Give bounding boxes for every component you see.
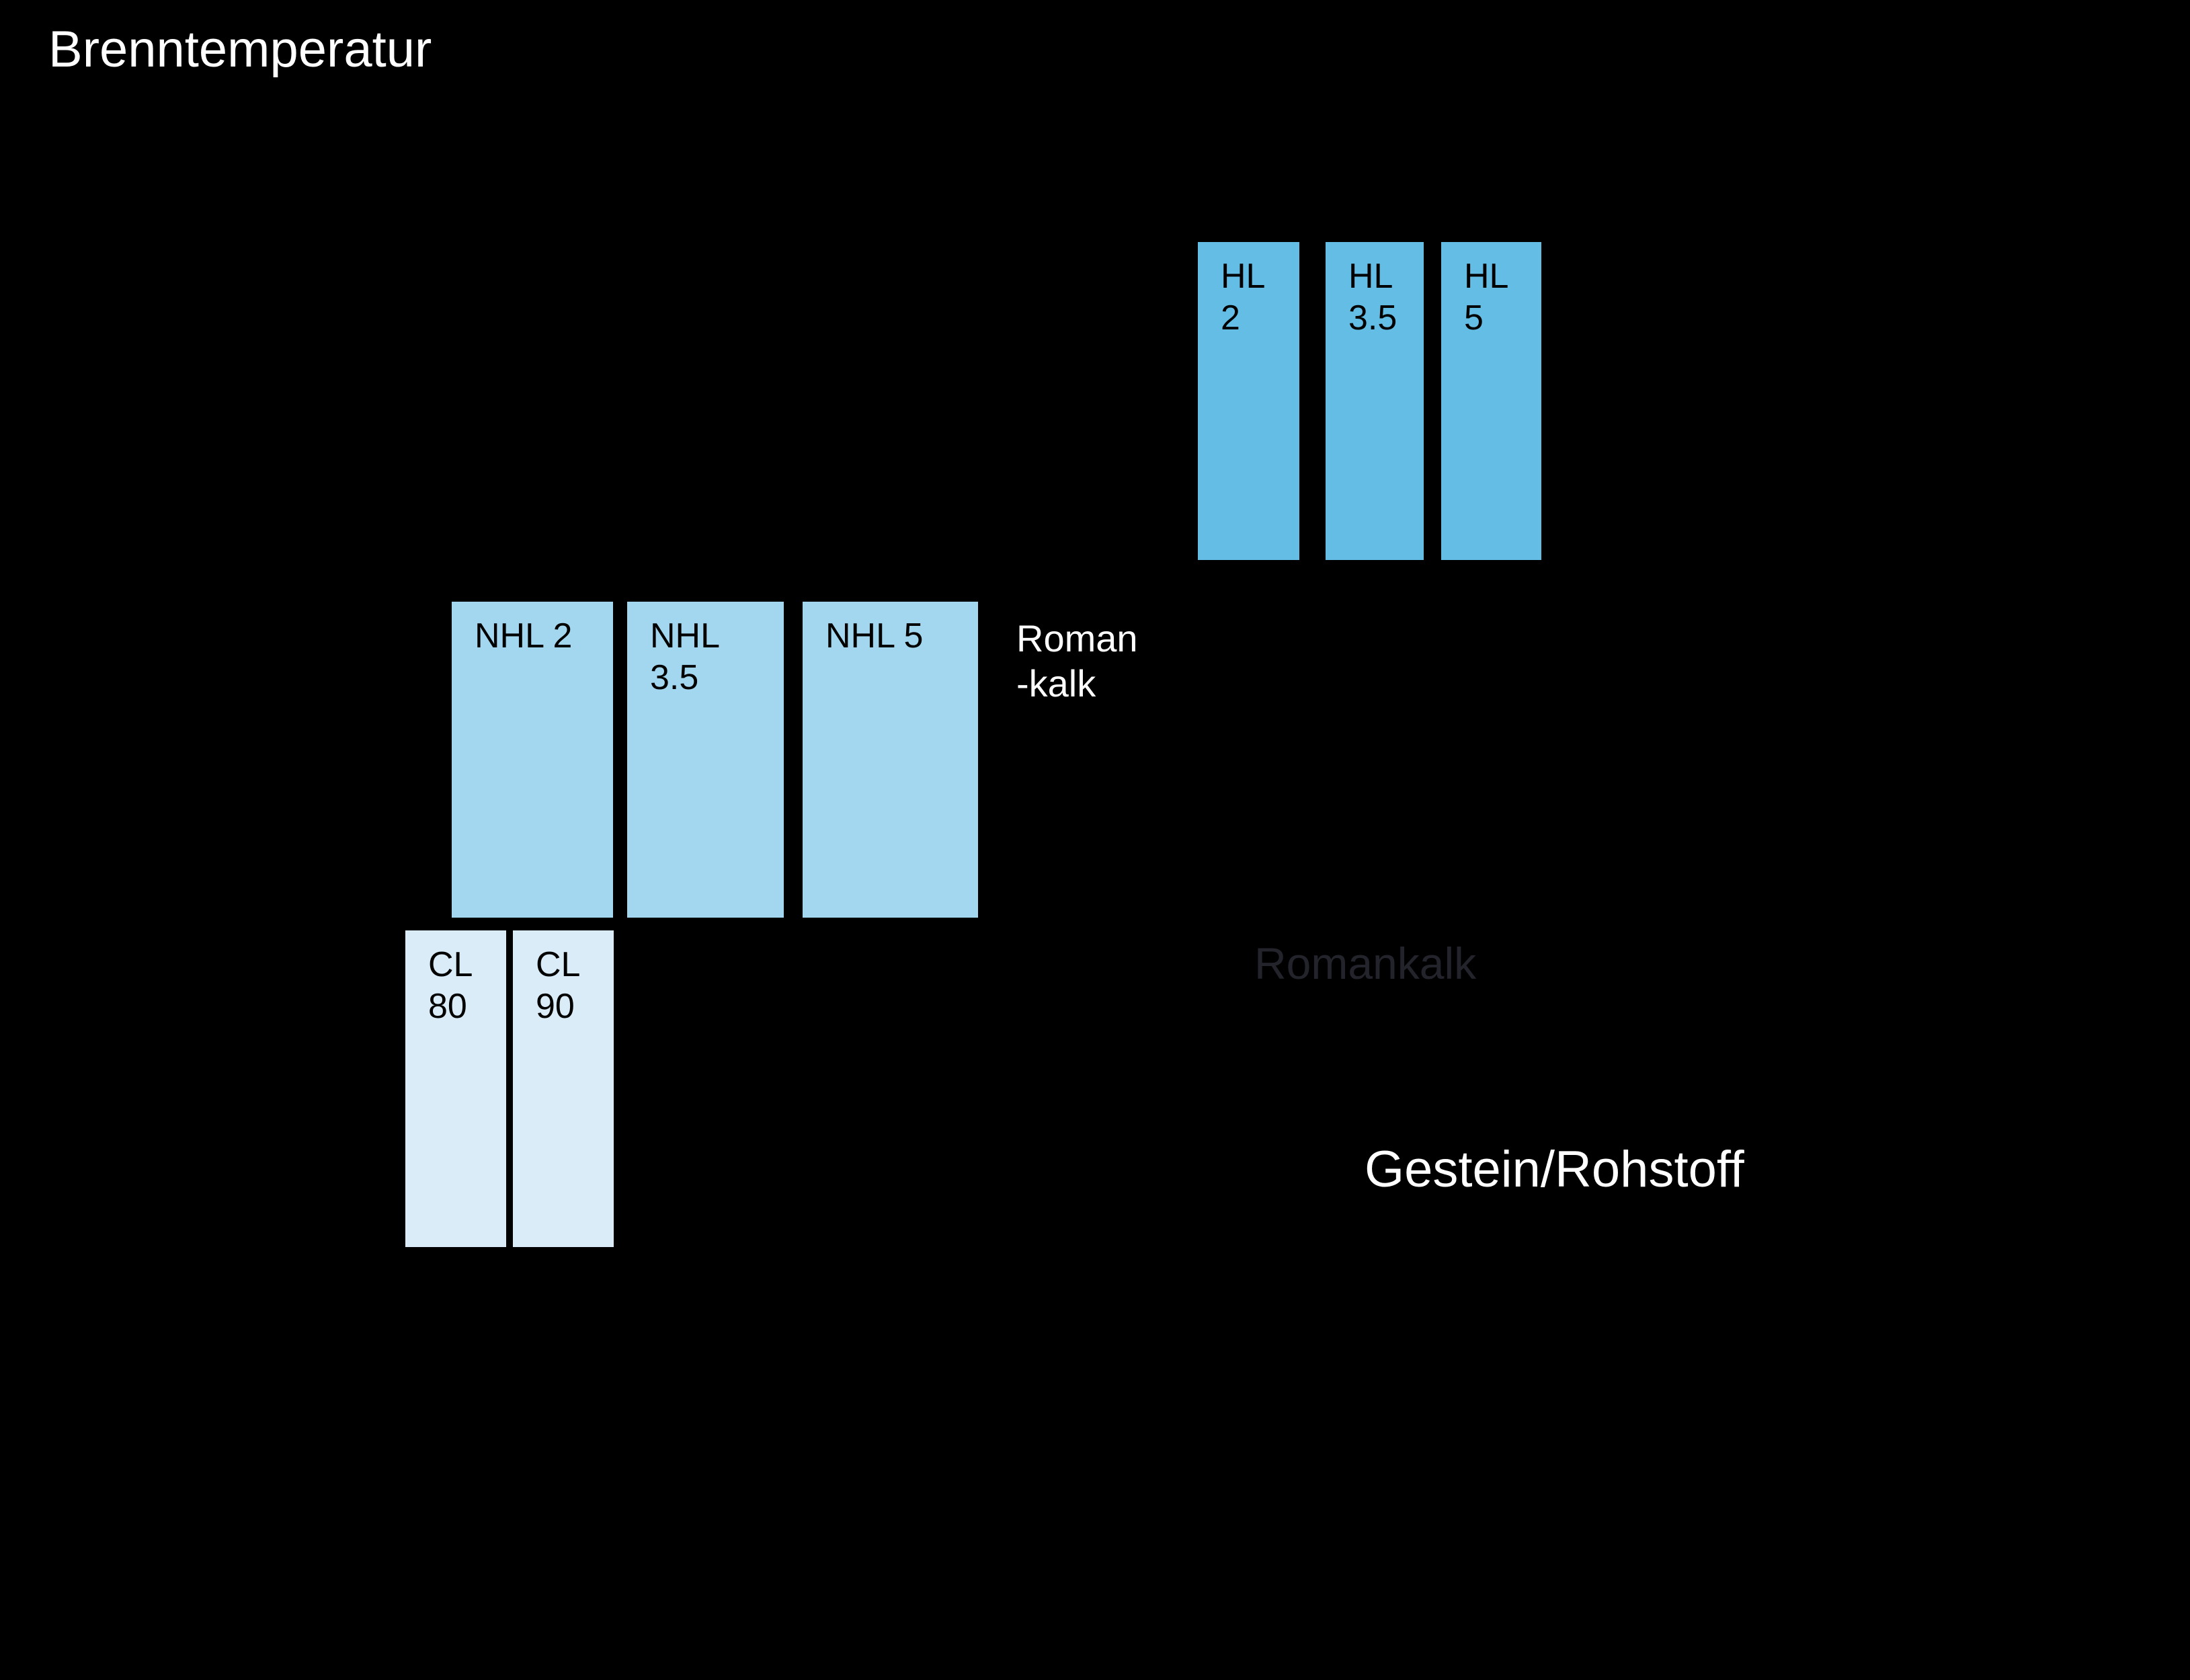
bar-nhl-5: NHL 5 xyxy=(803,602,978,918)
romankalk-shadow-label: Romankalk xyxy=(1254,938,1477,988)
bar-hl-2: HL 2 xyxy=(1198,242,1299,560)
bar-nhl-3-5: NHL 3.5 xyxy=(627,602,784,918)
bar-hl-3-5-label: HL 3.5 xyxy=(1348,257,1397,338)
bar-nhl-2-label: NHL 2 xyxy=(475,616,573,655)
x-axis-label: Gestein/Rohstoff xyxy=(1365,1141,1744,1198)
page-title: Brenntemperatur xyxy=(48,21,432,78)
bar-cl-90-label: CL 90 xyxy=(536,945,581,1027)
bar-hl-5: HL 5 xyxy=(1441,242,1541,560)
bar-hl-5-label: HL 5 xyxy=(1464,257,1509,338)
bar-cl-80-label: CL 80 xyxy=(428,945,473,1027)
bar-hl-3-5: HL 3.5 xyxy=(1326,242,1424,560)
bar-nhl-2: NHL 2 xyxy=(452,602,613,918)
bar-cl-80: CL 80 xyxy=(405,930,506,1247)
bar-hl-2-label: HL 2 xyxy=(1221,257,1266,338)
bar-cl-90: CL 90 xyxy=(513,930,614,1247)
bar-nhl-5-label: NHL 5 xyxy=(825,616,924,655)
bar-nhl-3-5-label: NHL 3.5 xyxy=(650,616,721,698)
romankalk-side-label: Roman -kalk xyxy=(1016,617,1138,705)
